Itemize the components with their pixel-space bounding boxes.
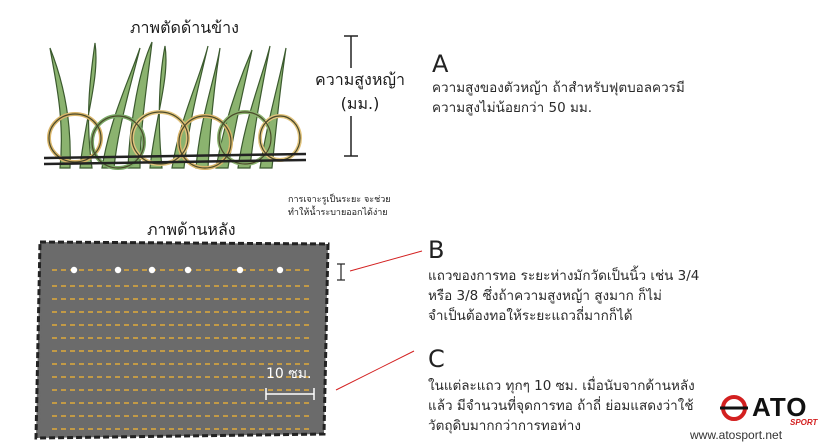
row-spacing-marker [337, 263, 345, 281]
section-a-line1: ความสูงของตัวหญ้า ถ้าสำหรับฟุตบอลควรมี [432, 80, 685, 96]
section-c-description: ในแต่ละแถว ทุกๆ 10 ซม. เมื่อนับจากด้านหล… [428, 376, 758, 436]
ato-logo-icon [720, 395, 748, 421]
pointer-c [335, 350, 415, 391]
drain-hole [184, 266, 192, 274]
section-c-line3: วัตถุดิบมากกว่าการทอห่าง [428, 418, 581, 434]
pointer-b [349, 250, 423, 272]
section-c-line1: ในแต่ละแถว ทุกๆ 10 ซม. เมื่อนับจากด้านหล… [428, 378, 695, 394]
logo-subtext: SPORT [790, 418, 818, 427]
back-view-mat [34, 240, 330, 440]
drainage-note-line2: ทำให้น้ำระบายออกได้ง่าย [288, 208, 388, 218]
drain-hole [276, 266, 284, 274]
website-url[interactable]: www.atosport.net [690, 428, 783, 442]
section-a-letter: A [432, 50, 449, 78]
grass-height-label: ความสูงหญ้า (มม.) [310, 68, 410, 116]
section-b-line2: หรือ 3/8 ซึ่งถ้าความสูงหญ้า สูงมาก ก็ไม่ [428, 288, 662, 304]
section-b-letter: B [428, 236, 445, 264]
section-a-description: ความสูงของตัวหญ้า ถ้าสำหรับฟุตบอลควรมี ค… [432, 78, 762, 118]
side-view-illustration [43, 41, 307, 170]
drainage-note: การเจาะรูเป็นระยะ จะช่วย ทำให้น้ำระบายออ… [288, 194, 408, 220]
drain-hole [148, 266, 156, 274]
section-b-line1: แถวของการทอ ระยะห่างมักวัดเป็นนิ้ว เช่น … [428, 268, 700, 284]
drainage-note-line1: การเจาะรูเป็นระยะ จะช่วย [288, 195, 391, 205]
side-view-title: ภาพตัดด้านข้าง [130, 18, 239, 37]
drain-holes [70, 266, 284, 274]
section-c-line2: แล้ว มีจำนวนที่จุดการทอ ถ้าถี่ ย่อมแสดงว… [428, 398, 694, 414]
drain-hole [236, 266, 244, 274]
scale-label: 10 ซม. [266, 366, 312, 382]
stitch-rows [52, 269, 312, 430]
drain-hole [114, 266, 122, 274]
back-view-title: ภาพด้านหลัง [147, 220, 236, 239]
section-a-line2: ความสูงไม่น้อยกว่า 50 มม. [432, 100, 593, 116]
section-c-letter: C [428, 345, 445, 373]
drain-hole [70, 266, 78, 274]
grass-height-label-line2: (มม.) [340, 94, 380, 113]
pointer-lines [335, 250, 423, 391]
section-b-description: แถวของการทอ ระยะห่างมักวัดเป็นนิ้ว เช่น … [428, 266, 758, 326]
grass-height-label-line1: ความสูงหญ้า [315, 70, 405, 89]
section-b-line3: จำเป็นต้องทอให้ระยะแถวถี่มากก็ได้ [428, 308, 633, 324]
logo-text: ATO [752, 392, 808, 422]
